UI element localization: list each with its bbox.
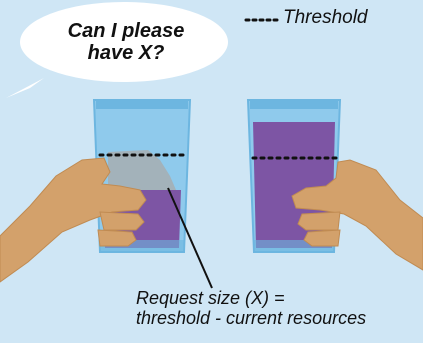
right-finger-2 xyxy=(304,230,340,246)
caption-line-1: Request size (X) = xyxy=(136,288,366,308)
left-finger-1 xyxy=(100,212,144,230)
left-glass-rim xyxy=(96,100,188,109)
right-glass-rim xyxy=(250,100,338,109)
left-finger-2 xyxy=(98,230,136,246)
caption-line-2: threshold - current resources xyxy=(136,308,366,328)
speech-bubble-line-2: have X? xyxy=(48,42,204,64)
legend-label: Threshold xyxy=(283,7,368,29)
speech-bubble-text: Can I please have X? xyxy=(48,20,204,64)
right-finger-1 xyxy=(298,212,340,230)
speech-bubble-line-1: Can I please xyxy=(48,20,204,42)
caption: Request size (X) = threshold - current r… xyxy=(136,288,366,328)
speech-bubble-tail xyxy=(6,78,44,98)
